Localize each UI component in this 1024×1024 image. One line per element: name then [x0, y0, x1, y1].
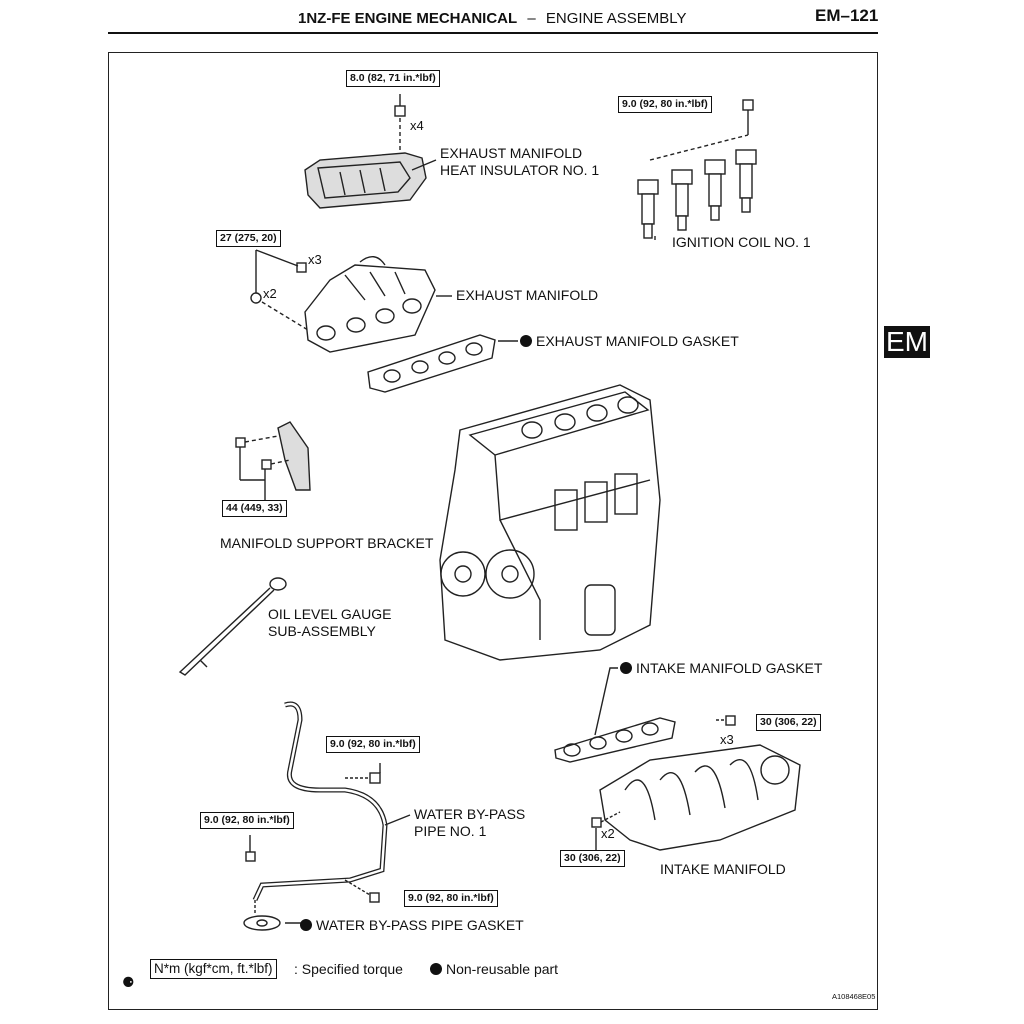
engine-block-drawing	[439, 384, 661, 661]
label-support-bracket: MANIFOLD SUPPORT BRACKET	[220, 535, 434, 551]
exhaust-gasket-drawing	[367, 334, 518, 393]
label-exhaust-gasket: EXHAUST MANIFOLD GASKET	[520, 333, 739, 350]
label-heat-insulator-line2: HEAT INSULATOR NO. 1	[440, 162, 600, 178]
legend-nonreusable: Non-reusable part	[430, 961, 558, 977]
intake-gasket-drawing	[554, 667, 676, 763]
header-rule	[108, 32, 878, 34]
nonreusable-dot	[620, 662, 632, 674]
page-number: EM–121	[815, 6, 879, 25]
label-heat-insulator: EXHAUST MANIFOLD HEAT INSULATOR NO. 1	[440, 145, 599, 179]
torque-support-bracket: 44 (449, 33)	[222, 500, 287, 517]
label-water-gasket: WATER BY-PASS PIPE GASKET	[300, 917, 524, 934]
label-exhaust-gasket-text: EXHAUST MANIFOLD GASKET	[536, 333, 739, 349]
torque-ignition-coil: 9.0 (92, 80 in.*lbf)	[618, 96, 712, 113]
label-intake-manifold: INTAKE MANIFOLD	[660, 861, 786, 877]
nonreusable-dot	[300, 919, 312, 931]
page-header: 1NZ-FE ENGINE MECHANICAL – ENGINE ASSEMB…	[298, 10, 686, 27]
exhaust-manifold-drawing	[250, 249, 436, 353]
count-exhaust-bolt: x3	[308, 252, 322, 267]
nonreusable-dot	[430, 963, 442, 975]
torque-heat-insulator: 8.0 (82, 71 in.*lbf)	[346, 70, 440, 87]
label-intake-gasket-text: INTAKE MANIFOLD GASKET	[636, 660, 823, 676]
header-title-rest: ENGINE ASSEMBLY	[545, 10, 687, 27]
torque-water-pipe-upper: 9.0 (92, 80 in.*lbf)	[326, 736, 420, 753]
header-separator: –	[527, 10, 536, 27]
count-exhaust-nut: x2	[263, 286, 277, 301]
torque-intake-nut: 30 (306, 22)	[560, 850, 625, 867]
figure-id: A108468E05	[832, 992, 876, 1001]
ignition-coil-drawing	[637, 99, 757, 240]
legend-torque-text: : Specified torque	[294, 961, 403, 977]
intake-manifold-drawing	[591, 715, 801, 851]
header-title-bold: 1NZ-FE ENGINE MECHANICAL	[298, 10, 518, 27]
note-icon: ⚈	[122, 974, 135, 990]
heat-insulator-drawing	[304, 94, 427, 209]
legend-torque-unit: N*m (kgf*cm, ft.*lbf)	[150, 959, 277, 979]
legend-nonreusable-text: Non-reusable part	[446, 961, 559, 977]
label-exhaust-manifold: EXHAUST MANIFOLD	[456, 287, 599, 303]
count-intake-bolt: x3	[720, 732, 734, 747]
nonreusable-dot	[520, 335, 532, 347]
count-intake-nut: x2	[601, 826, 615, 841]
support-bracket-drawing	[235, 421, 311, 500]
water-pipe-drawing	[243, 701, 388, 931]
torque-intake-bolt: 30 (306, 22)	[756, 714, 821, 731]
torque-water-pipe-lower: 9.0 (92, 80 in.*lbf)	[404, 890, 498, 907]
diagram-frame	[108, 52, 878, 1010]
label-water-pipe: WATER BY-PASS PIPE NO. 1	[414, 806, 525, 840]
section-tab: EM	[884, 326, 930, 358]
label-oil-gauge-line2: SUB-ASSEMBLY	[268, 623, 376, 639]
label-intake-gasket: INTAKE MANIFOLD GASKET	[620, 660, 822, 677]
label-water-pipe-line2: PIPE NO. 1	[414, 823, 487, 839]
label-water-gasket-text: WATER BY-PASS PIPE GASKET	[316, 917, 524, 933]
torque-water-pipe-left: 9.0 (92, 80 in.*lbf)	[200, 812, 294, 829]
label-oil-gauge-line1: OIL LEVEL GAUGE	[268, 606, 392, 622]
torque-exhaust-manifold: 27 (275, 20)	[216, 230, 281, 247]
count-heat-insulator: x4	[410, 118, 424, 133]
label-oil-gauge: OIL LEVEL GAUGE SUB-ASSEMBLY	[268, 606, 391, 640]
oil-gauge-drawing	[178, 577, 287, 676]
label-ignition-coil: IGNITION COIL NO. 1	[672, 234, 811, 250]
label-heat-insulator-line1: EXHAUST MANIFOLD	[440, 145, 583, 161]
label-water-pipe-line1: WATER BY-PASS	[414, 806, 526, 822]
